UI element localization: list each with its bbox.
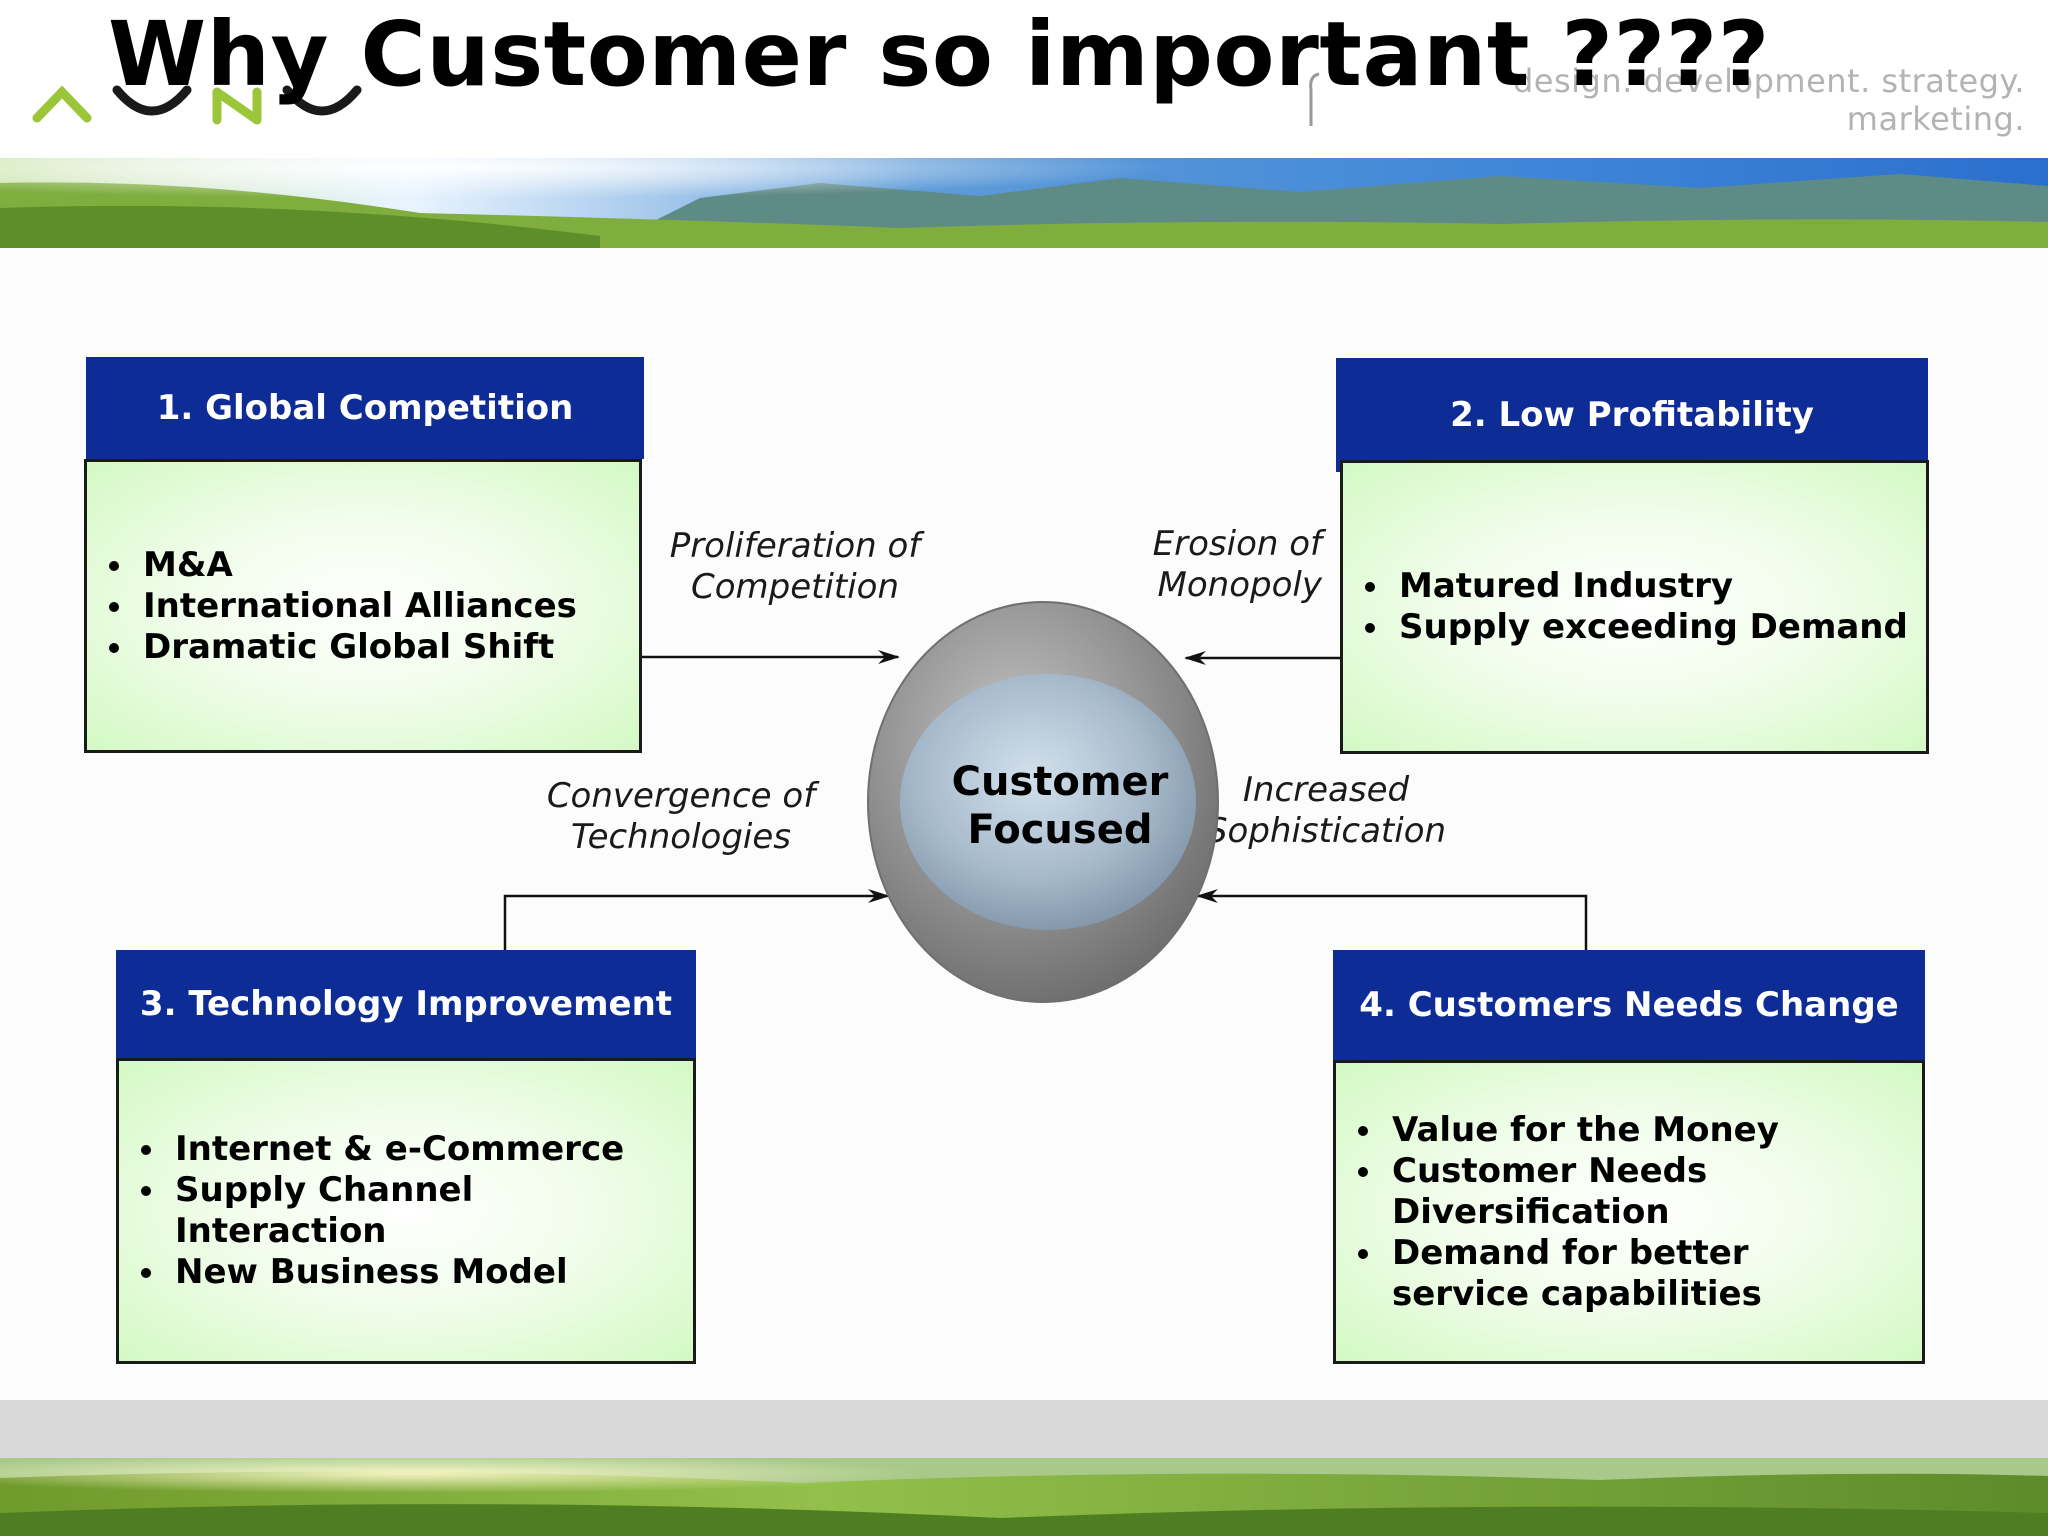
list-item: M&A: [109, 545, 577, 586]
technology-improvement-list: Internet & e-Commerce Supply Channel Int…: [119, 1129, 675, 1293]
company-tagline: design. development. strategy. marketing…: [1512, 62, 2025, 138]
list-item: Value for the Money: [1358, 1110, 1872, 1151]
arrow-customers-needs-change: [1196, 889, 1588, 950]
list-item: International Alliances: [109, 585, 577, 626]
technology-improvement-box: Internet & e-Commerce Supply Channel Int…: [116, 1058, 696, 1364]
edge-label-proliferation: Proliferation of Competition: [669, 526, 921, 607]
list-item: Dramatic Global Shift: [109, 627, 577, 668]
diagram-connectors: [503, 650, 1588, 950]
company-logo: [32, 85, 362, 125]
low-profitability-box: Matured Industry Supply exceeding Demand: [1340, 460, 1929, 754]
low-profitability-list: Matured Industry Supply exceeding Demand: [1343, 566, 1908, 648]
hub-label: Customer Focused: [951, 759, 1169, 853]
list-item: Internet & e-Commerce: [141, 1129, 675, 1170]
slide-header: design. development. strategy. marketing…: [0, 0, 2048, 160]
list-item: Demand for better service capabilities: [1358, 1233, 1792, 1315]
customer-focus-diagram: 1. Global Competition M&A International …: [0, 248, 2048, 1398]
edge-label-sophistication: Increased Sophistication: [1205, 770, 1447, 851]
landscape-banner-bottom: [0, 1458, 2048, 1536]
list-item: New Business Model: [141, 1252, 675, 1293]
global-competition-list: M&A International Alliances Dramatic Glo…: [87, 545, 577, 668]
edge-label-convergence: Convergence of Technologies: [546, 776, 816, 857]
list-item: Customer Needs Diversification: [1358, 1151, 1722, 1233]
customers-needs-change-box: Value for the Money Customer Needs Diver…: [1333, 1060, 1925, 1364]
list-item: Supply exceeding Demand: [1365, 607, 1908, 647]
slide-title: Why Customer so important ????: [108, 2, 1770, 106]
landscape-banner-top: [0, 158, 2048, 248]
arrow-technology-improvement: [503, 889, 890, 950]
footer-strip: [0, 1400, 2048, 1458]
customers-needs-change-header: 4. Customers Needs Change: [1333, 950, 1925, 1060]
list-item: Matured Industry: [1365, 566, 1908, 607]
customer-focus-hub: [867, 601, 1219, 1003]
edge-label-erosion: Erosion of Monopoly: [1152, 524, 1322, 605]
tagline-bracket-icon: [1309, 72, 1320, 126]
list-item: Supply Channel Interaction: [141, 1170, 505, 1252]
global-competition-box: M&A International Alliances Dramatic Glo…: [84, 459, 642, 753]
customers-needs-change-list: Value for the Money Customer Needs Diver…: [1336, 1110, 1872, 1315]
low-profitability-header: 2. Low Profitability: [1336, 358, 1928, 472]
technology-improvement-header: 3. Technology Improvement: [116, 950, 696, 1058]
global-competition-header: 1. Global Competition: [86, 357, 644, 459]
